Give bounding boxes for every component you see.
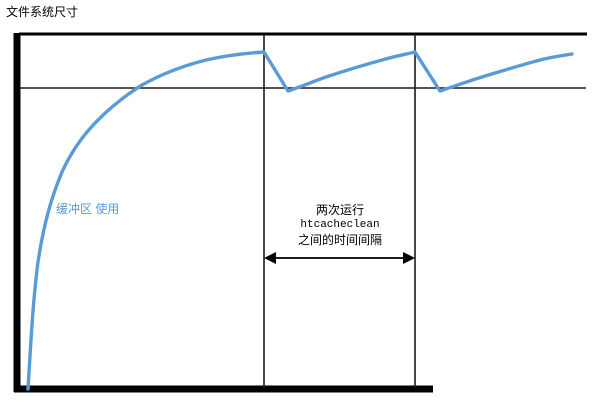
interval-annotation: 两次运行 htcacheclean 之间的时间间隔 <box>268 203 412 248</box>
interval-arrow <box>264 252 415 264</box>
page-title: 文件系统尺寸 <box>6 5 79 19</box>
interval-annotation-line-2: htcacheclean <box>300 219 380 231</box>
interval-annotation-line-3: 之间的时间间隔 <box>297 233 382 247</box>
series-label-buffer-usage: 缓冲区 使用 <box>56 202 120 216</box>
buffer-usage-curve <box>26 50 574 391</box>
interval-annotation-line-1: 两次运行 <box>315 203 364 217</box>
